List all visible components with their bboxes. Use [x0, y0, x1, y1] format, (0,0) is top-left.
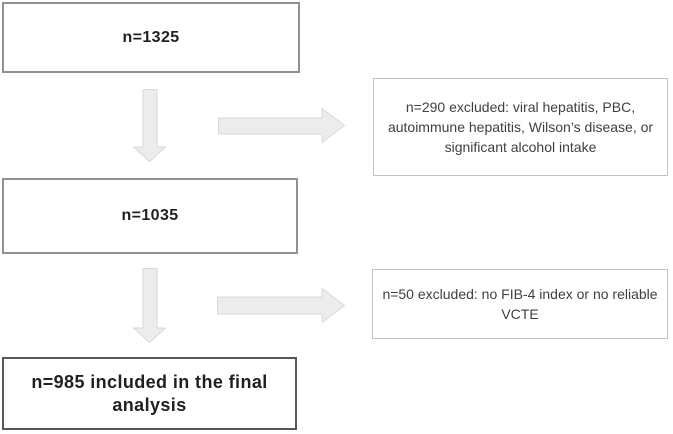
connector-down-arrow-1: [133, 89, 166, 162]
node-initial-cohort: n=1325: [2, 2, 300, 73]
note-exclusion-2-label: n=50 excluded: no FIB-4 index or no reli…: [382, 286, 658, 322]
note-exclusion-1-label: n=290 excluded: viral hepatitis, PBC, au…: [387, 99, 654, 155]
note-exclusion-2: n=50 excluded: no FIB-4 index or no reli…: [372, 269, 668, 339]
connector-right-arrow-1: [218, 108, 345, 143]
node-after-first-exclusion: n=1035: [2, 178, 298, 254]
connector-down-arrow-2: [133, 268, 166, 343]
node-final-analysis: n=985 included in the final analysis: [2, 357, 297, 430]
connector-right-arrow-2: [217, 288, 345, 323]
node-initial-label: n=1325: [122, 28, 180, 46]
note-exclusion-1: n=290 excluded: viral hepatitis, PBC, au…: [373, 78, 668, 176]
node-final-analysis-label: n=985 included in the final analysis: [31, 371, 268, 415]
node-after-first-exclusion-label: n=1035: [121, 207, 179, 224]
